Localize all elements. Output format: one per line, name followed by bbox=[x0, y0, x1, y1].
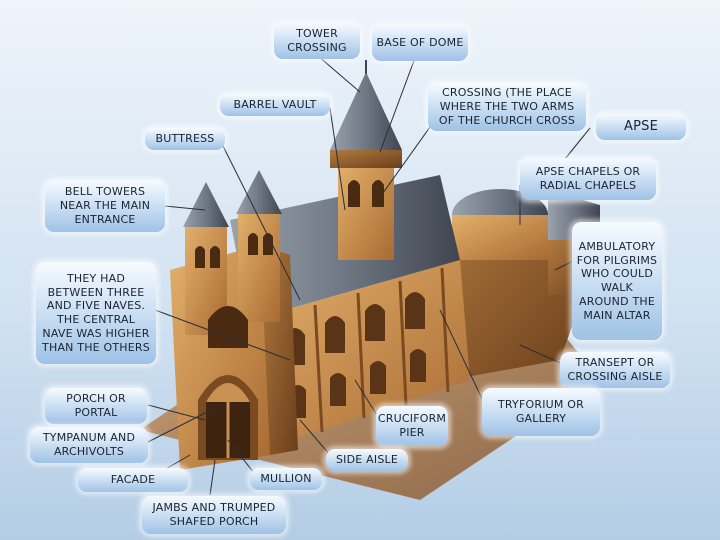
label-tympanum: TYMPANUM AND ARCHIVOLTS bbox=[30, 427, 148, 463]
bell-tower-right-roof bbox=[236, 170, 282, 214]
label-buttress: BUTTRESS bbox=[145, 128, 225, 150]
label-mullion: MULLION bbox=[250, 468, 322, 490]
dome-base bbox=[330, 150, 402, 168]
label-bell-towers: BELL TOWERS NEAR THE MAIN ENTRANCE bbox=[45, 180, 165, 232]
label-tryforium: TRYFORIUM OR GALLERY bbox=[482, 388, 600, 436]
label-side-aisle: SIDE AISLE bbox=[326, 449, 408, 471]
tower-spire bbox=[330, 72, 402, 150]
bell-tower-left-roof bbox=[183, 182, 229, 227]
label-porch: PORCH OR PORTAL bbox=[45, 388, 147, 424]
label-jambs: JAMBS AND TRUMPED SHAFED PORCH bbox=[142, 496, 286, 534]
crossing-tower bbox=[338, 165, 394, 260]
label-apse-chapels: APSE CHAPELS OR RADIAL CHAPELS bbox=[520, 158, 656, 200]
bell-tower-right bbox=[238, 212, 280, 322]
label-cruciform-pier: CRUCIFORM PIER bbox=[376, 406, 448, 446]
label-naves: THEY HAD BETWEEN THREE AND FIVE NAVES. T… bbox=[36, 262, 156, 364]
label-barrel-vault: BARREL VAULT bbox=[220, 94, 330, 116]
label-ambulatory: AMBULATORY FOR PILGRIMS WHO COULD WALK A… bbox=[572, 222, 662, 340]
label-facade: FACADE bbox=[78, 468, 188, 492]
label-transept: TRANSEPT OR CROSSING AISLE bbox=[560, 352, 670, 388]
apse-wall bbox=[452, 215, 548, 260]
label-apse: APSE bbox=[596, 114, 686, 140]
label-base-of-dome: BASE OF DOME bbox=[372, 25, 468, 61]
tympanum bbox=[206, 383, 250, 402]
label-crossing: CROSSING (THE PLACE WHERE THE TWO ARMS O… bbox=[428, 83, 586, 131]
label-tower-crossing: TOWER CROSSING bbox=[274, 23, 360, 59]
